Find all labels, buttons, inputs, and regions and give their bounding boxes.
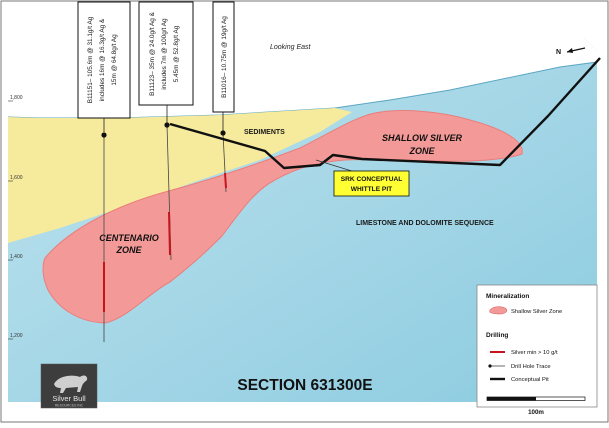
- section-title: SECTION 631300E: [237, 377, 372, 394]
- sediments-label: SEDIMENTS: [244, 129, 285, 136]
- srk-leader-line: [315, 159, 356, 173]
- shallow-zone-label-2: ZONE: [408, 146, 435, 156]
- centenario-label-2: ZONE: [115, 245, 142, 255]
- collar-b11016: [220, 130, 226, 136]
- callout-b11151-line1: B11151– 105.6m @ 31.1g/t Ag: [87, 16, 94, 103]
- legend-trace-collar: [488, 364, 492, 368]
- legend: Mineralization Shallow Silver Zone Drill…: [476, 284, 598, 408]
- elevation-1600: 1,600: [10, 175, 23, 181]
- shallow-zone-label-1: SHALLOW SILVER: [382, 133, 463, 143]
- elevation-1200: 1,200: [10, 333, 23, 339]
- callout-b11123-line2: includes 7m @ 100g/t Ag: [161, 18, 168, 90]
- collar-b11151: [101, 132, 107, 138]
- bull-icon: [54, 375, 88, 393]
- silver-interval-b11123: [168, 211, 171, 256]
- legend-silver-min: Silver min > 10 g/t: [511, 350, 558, 356]
- north-label: N: [556, 49, 561, 56]
- legend-conceptual-pit: Conceptual Pit: [511, 377, 549, 383]
- scale-bar-label: 100m: [528, 409, 544, 416]
- legend-zone-swatch: [489, 306, 508, 315]
- silver-intervals: [103, 172, 227, 312]
- drillhole-callout-b11151: B11151– 105.6m @ 31.1g/t Ag includes 16m…: [77, 1, 131, 119]
- silver-bull-logo: Silver Bull RESOURCES INC: [40, 363, 98, 409]
- elevation-axis: 1,800 1,600 1,400 1,200: [8, 95, 23, 340]
- drillhole-callout-b11123: B11123– 35m @ 24.0g/t Ag & includes 7m @…: [138, 1, 194, 106]
- srk-pit-callout: [333, 170, 410, 197]
- legend-shallow-zone: Shallow Silver Zone: [511, 309, 562, 315]
- srk-callout-line1: SRK CONCEPTUAL: [341, 176, 403, 183]
- collar-b11123: [164, 122, 170, 128]
- north-arrow-icon: N: [556, 47, 586, 56]
- drillhole-callout-b11016: B11016– 10.75m @ 19g/t Ag: [212, 1, 235, 113]
- legend-drilling-title: Drilling: [486, 332, 508, 339]
- legend-drill-trace: Drill Hole Trace: [511, 364, 551, 370]
- conceptual-pit-outline: [169, 57, 601, 170]
- looking-east-label: Looking East: [270, 44, 312, 51]
- callout-b11123-line1: B11123– 35m @ 24.0g/t Ag &: [149, 11, 156, 95]
- limestone-label: LIMESTONE AND DOLOMITE SEQUENCE: [356, 220, 494, 227]
- logo-line2: RESOURCES INC: [55, 404, 84, 408]
- callout-b11016-line1: B11016– 10.75m @ 19g/t Ag: [221, 16, 228, 98]
- mineralized-zone: [42, 110, 523, 324]
- elevation-1400: 1,400: [10, 254, 23, 260]
- callout-b11123-line3: 5.45m @ 52.8g/t Ag: [173, 25, 180, 82]
- scale-bar: 100m: [486, 396, 586, 416]
- callout-b11151-line2: includes 16m @ 16.3g/t Ag &: [99, 18, 106, 101]
- elevation-1800: 1,800: [10, 95, 23, 101]
- legend-box: [476, 284, 598, 408]
- centenario-label-1: CENTENARIO: [99, 233, 159, 243]
- sediments-unit: [8, 108, 352, 243]
- silver-interval-b11016: [224, 172, 227, 189]
- callout-b11151-line3: 15m @ 64.8g/t Ag: [111, 34, 118, 86]
- legend-mineralization-title: Mineralization: [486, 293, 529, 300]
- logo-line1: Silver Bull: [52, 394, 86, 403]
- srk-callout-line2: WHITTLE PIT: [351, 186, 392, 193]
